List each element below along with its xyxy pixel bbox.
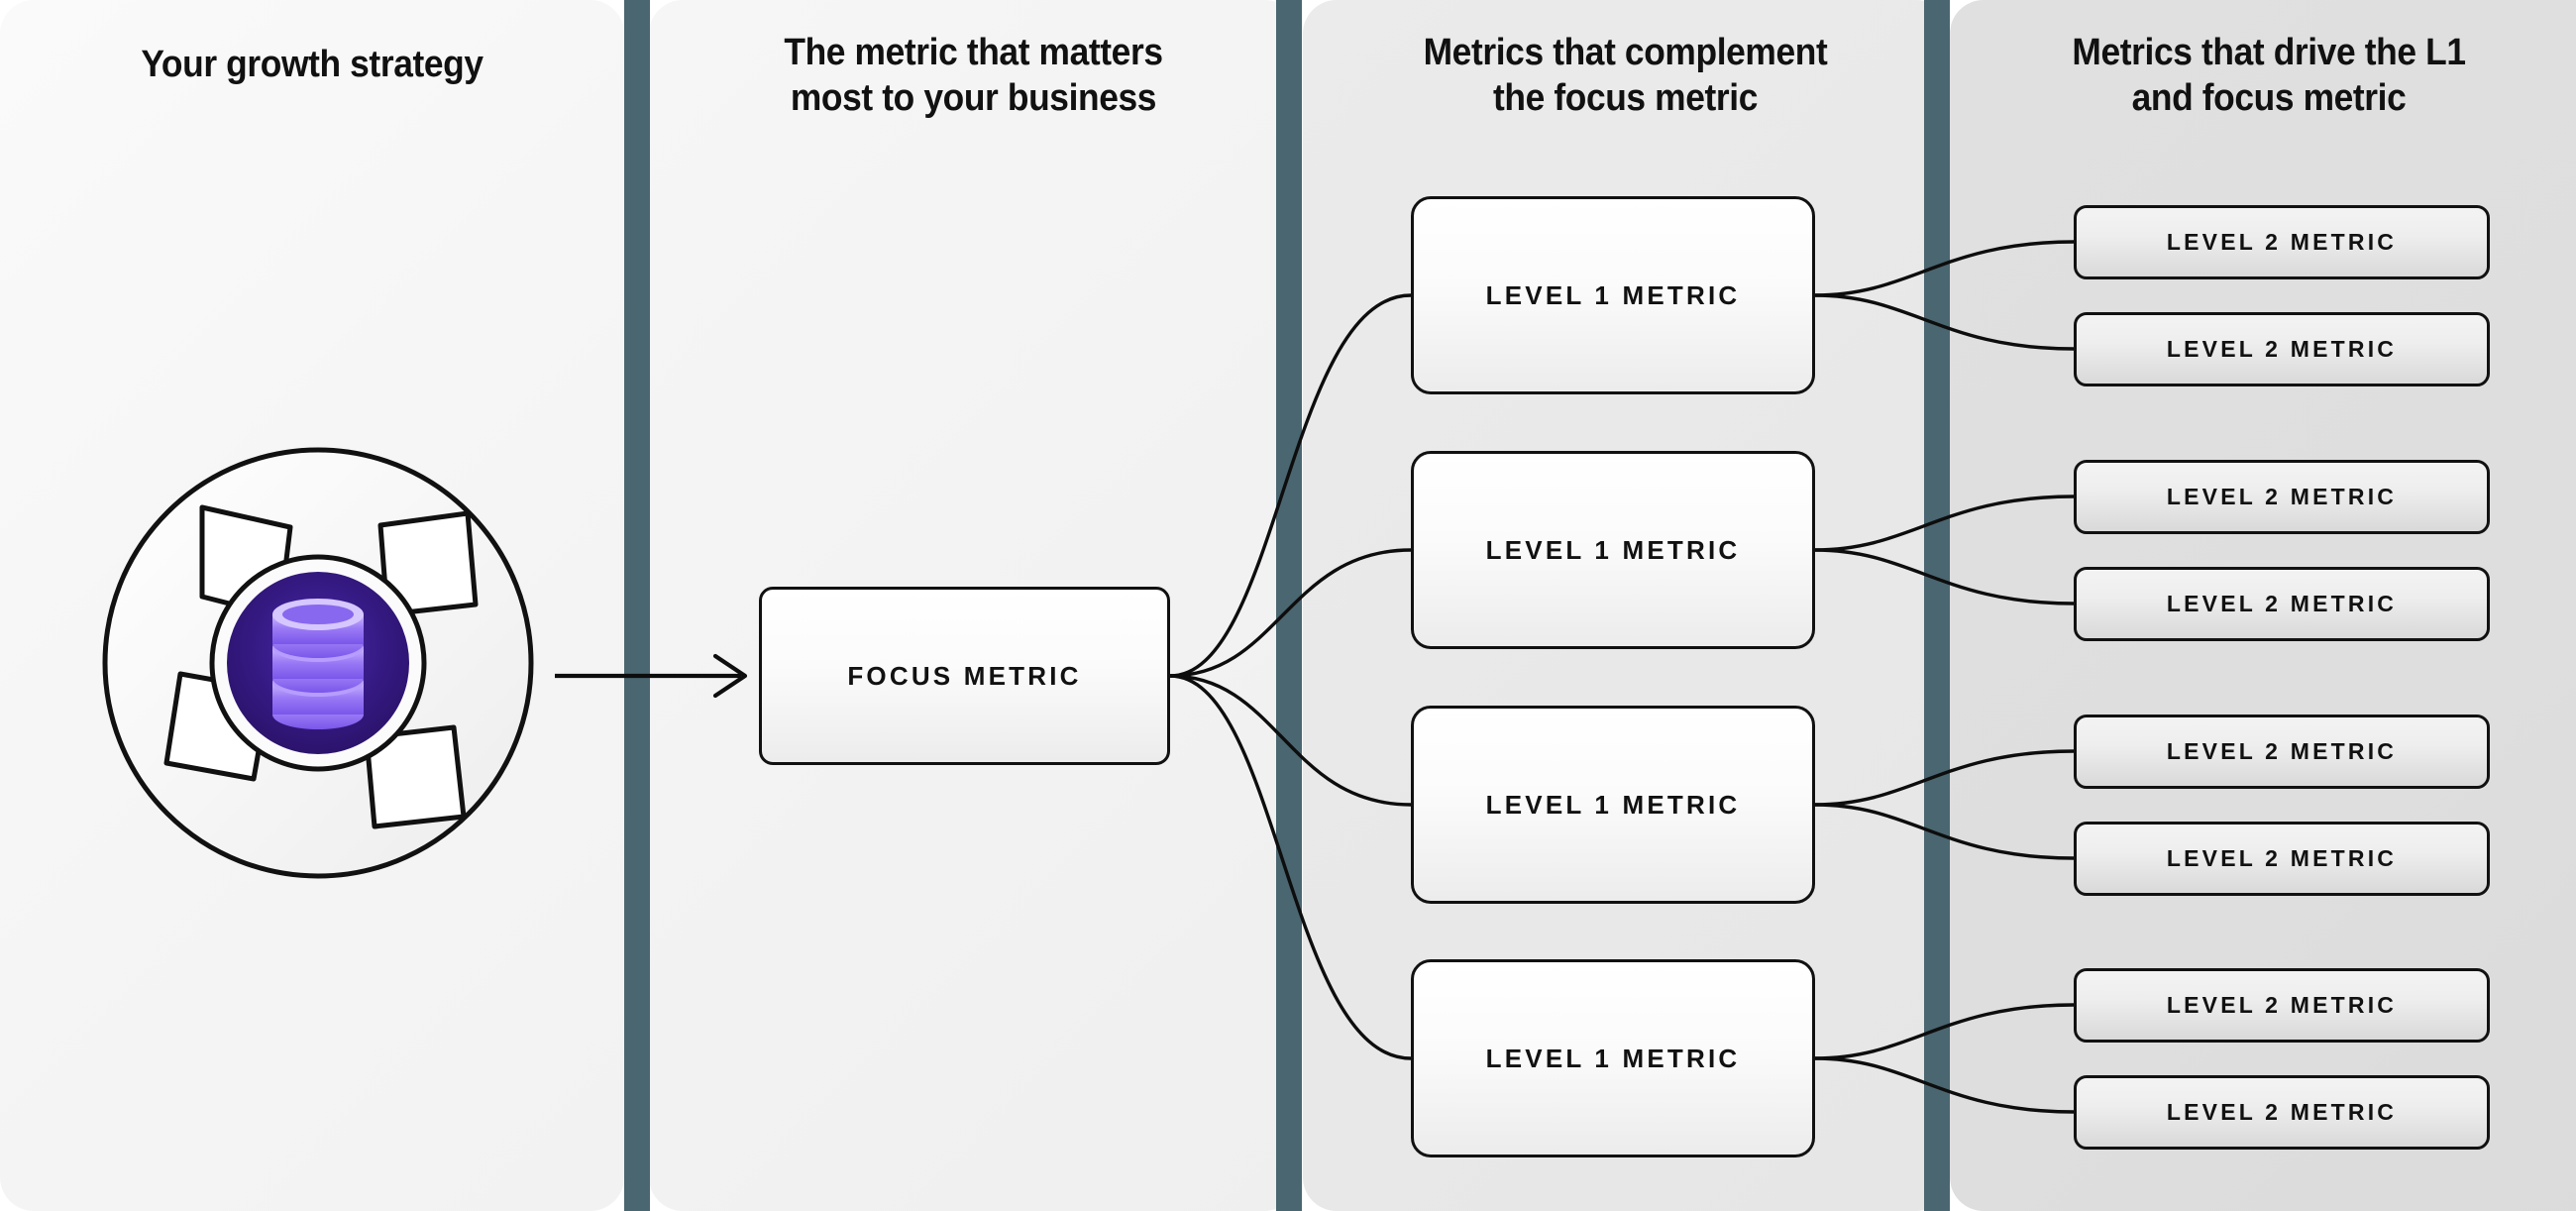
node-level-1-metric[interactable]: LEVEL 1 METRIC [1411, 196, 1815, 394]
node-level-2-metric[interactable]: LEVEL 2 METRIC [2074, 822, 2490, 896]
node-focus-metric[interactable]: FOCUS METRIC [759, 587, 1170, 765]
node-level-1-metric[interactable]: LEVEL 1 METRIC [1411, 451, 1815, 649]
node-level-2-metric[interactable]: LEVEL 2 METRIC [2074, 312, 2490, 386]
node-level-2-metric[interactable]: LEVEL 2 METRIC [2074, 968, 2490, 1043]
column-divider-3 [1924, 0, 1950, 1211]
column-divider-1 [624, 0, 650, 1211]
node-level-1-metric[interactable]: LEVEL 1 METRIC [1411, 706, 1815, 904]
column-heading-growth-strategy: Your growth strategy [141, 44, 483, 85]
node-level-2-metric[interactable]: LEVEL 2 METRIC [2074, 205, 2490, 279]
node-level-2-metric[interactable]: LEVEL 2 METRIC [2074, 715, 2490, 789]
database-icon [272, 599, 364, 729]
node-level-1-metric[interactable]: LEVEL 1 METRIC [1411, 959, 1815, 1157]
node-level-2-metric[interactable]: LEVEL 2 METRIC [2074, 567, 2490, 641]
column-divider-2 [1276, 0, 1302, 1211]
growth-strategy-emblem [102, 447, 534, 879]
node-level-2-metric[interactable]: LEVEL 2 METRIC [2074, 460, 2490, 534]
node-level-2-metric[interactable]: LEVEL 2 METRIC [2074, 1075, 2490, 1150]
